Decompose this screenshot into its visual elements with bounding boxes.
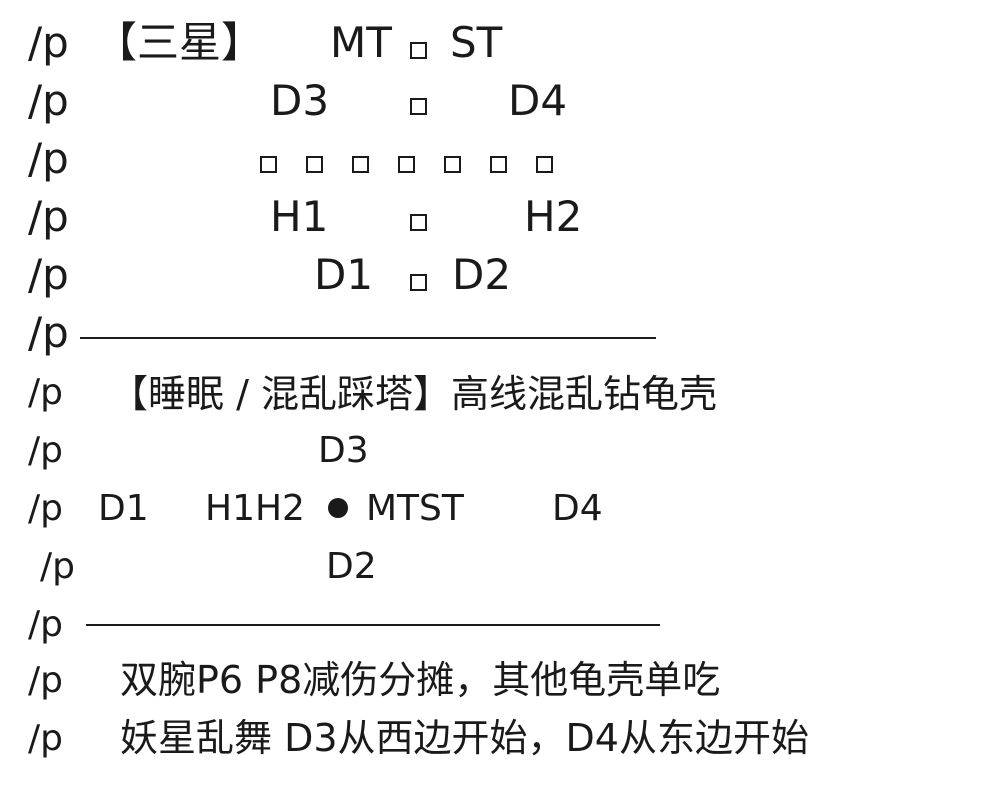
- divider-line: [86, 624, 660, 626]
- square-icon: [410, 98, 427, 115]
- line-prefix: /p: [28, 718, 63, 759]
- line-prefix: /p: [28, 250, 69, 299]
- square-icon: [410, 274, 427, 291]
- mechanic-h1h2: H1H2: [205, 488, 305, 529]
- square-icon: [536, 156, 553, 173]
- formation-d2: D2: [452, 250, 512, 299]
- line-prefix: /p: [40, 546, 75, 587]
- formation-d4: D4: [508, 76, 568, 125]
- divider-line: [80, 337, 656, 339]
- square-icon: [352, 156, 369, 173]
- line-prefix: /p: [28, 308, 69, 357]
- formation-h1: H1: [270, 192, 329, 241]
- boss-dot-icon: [328, 498, 348, 518]
- line-prefix: /p: [28, 372, 63, 413]
- line-prefix: /p: [28, 18, 69, 67]
- square-icon: [410, 42, 427, 59]
- line-prefix: /p: [28, 76, 69, 125]
- note-line-1: 双腕P6 P8减伤分摊，其他龟壳单吃: [120, 658, 721, 702]
- line-prefix: /p: [28, 192, 69, 241]
- formation-d3: D3: [270, 76, 330, 125]
- mechanic-d4: D4: [552, 488, 603, 529]
- square-icon: [260, 156, 277, 173]
- formation-d1: D1: [314, 250, 374, 299]
- mechanic-d2: D2: [326, 546, 377, 587]
- mechanic-d1: D1: [98, 488, 149, 529]
- line-prefix: /p: [28, 660, 63, 701]
- formation-mt: MT: [330, 18, 392, 67]
- mechanic-mtst: MTST: [366, 488, 464, 529]
- line-prefix: /p: [28, 430, 63, 471]
- formation-title: 【三星】: [95, 18, 264, 67]
- line-prefix: /p: [28, 604, 63, 645]
- line-prefix: /p: [28, 134, 69, 183]
- line-prefix: /p: [28, 488, 63, 529]
- formation-st: ST: [450, 18, 503, 67]
- mechanic-d3: D3: [318, 430, 369, 471]
- square-icon: [490, 156, 507, 173]
- square-icon: [410, 214, 427, 231]
- note-line-2: 妖星乱舞 D3从西边开始，D4从东边开始: [120, 716, 809, 760]
- square-icon: [398, 156, 415, 173]
- square-icon: [444, 156, 461, 173]
- mechanic-title: 【睡眠 / 混乱踩塔】高线混乱钻龟壳: [110, 372, 717, 416]
- square-icon: [306, 156, 323, 173]
- formation-h2: H2: [524, 192, 583, 241]
